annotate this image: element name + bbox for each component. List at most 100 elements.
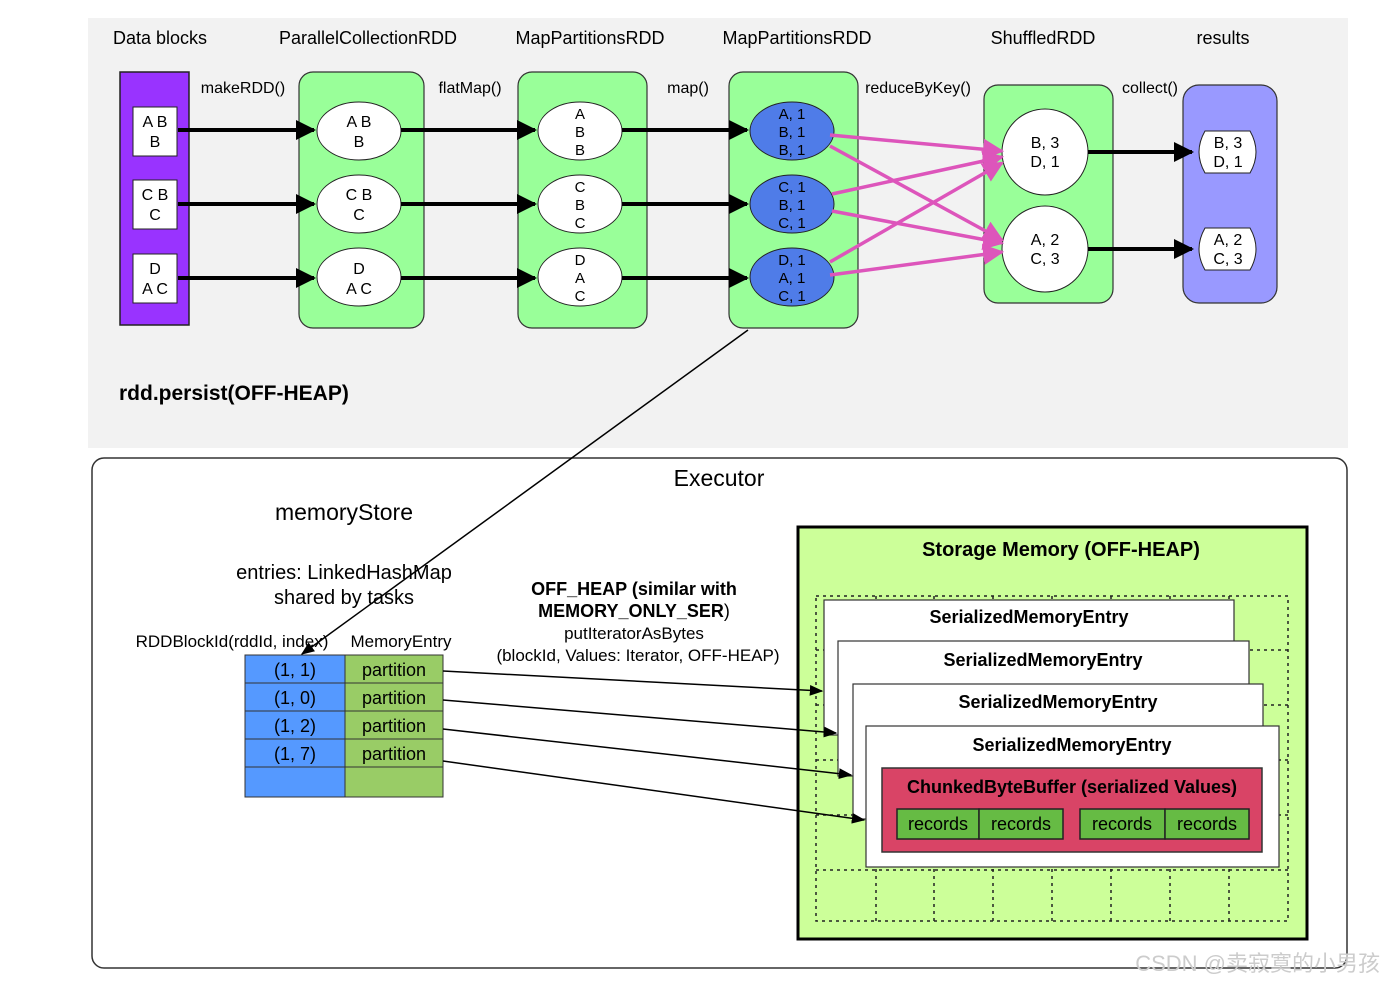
- offheap-line1: OFF_HEAP (similar with: [531, 579, 737, 599]
- offheap-line4: (blockId, Values: Iterator, OFF-HEAP): [496, 646, 779, 665]
- header-data-blocks: Data blocks: [113, 28, 207, 48]
- table-key-1: (1, 1): [274, 660, 316, 680]
- shuffled-rdd-partition-2: A, 2 C, 3: [1001, 205, 1089, 293]
- records-cell-2: [978, 808, 1064, 840]
- shuffle-arrows: [829, 133, 1005, 277]
- offheap-line2: MEMORY_ONLY_SER): [538, 601, 730, 621]
- svg-text:A B: A B: [347, 114, 372, 131]
- op-map: map(): [667, 80, 709, 97]
- svg-text:SerializedMemoryEntry: SerializedMemoryEntry: [972, 735, 1171, 755]
- table-value-2: partition: [362, 688, 426, 708]
- svg-text:B, 3: B, 3: [1031, 135, 1060, 152]
- records-cell-1: [896, 808, 980, 840]
- svg-text:C B: C B: [346, 187, 373, 204]
- svg-text:B, 1: B, 1: [779, 142, 806, 159]
- svg-text:C: C: [575, 215, 586, 232]
- memory-store-label: memoryStore: [275, 499, 413, 525]
- shuffled-rdd-partition-1: B, 3 D, 1: [1001, 108, 1089, 196]
- svg-text:A C: A C: [142, 281, 168, 298]
- table-header-blockid: RDDBlockId(rddId, index): [136, 632, 329, 651]
- svg-text:records: records: [991, 814, 1051, 834]
- svg-text:C, 3: C, 3: [1030, 251, 1059, 268]
- op-collect: collect(): [1122, 80, 1178, 97]
- svg-text:C, 3: C, 3: [1213, 251, 1242, 268]
- parallel-rdd-partition-2: C B C: [316, 174, 402, 234]
- shared-by-tasks-label: shared by tasks: [274, 587, 414, 609]
- svg-text:B: B: [575, 142, 585, 159]
- svg-text:A: A: [575, 270, 585, 287]
- svg-text:D, 1: D, 1: [778, 252, 806, 269]
- svg-text:C: C: [575, 179, 586, 196]
- entries-table: (1, 1) partition (1, 0) partition (1, 2)…: [244, 654, 444, 798]
- records-cell-4: [1164, 808, 1250, 840]
- data-block-2: C B C: [132, 179, 178, 230]
- header-mappartitions-rdd-2: MapPartitionsRDD: [722, 28, 871, 48]
- table-value-4: partition: [362, 744, 426, 764]
- svg-text:B: B: [150, 134, 161, 151]
- table-header-memoryentry: MemoryEntry: [350, 632, 452, 651]
- flatmap-rdd-partition-1: A B B: [537, 101, 623, 161]
- svg-text:SerializedMemoryEntry: SerializedMemoryEntry: [958, 692, 1157, 712]
- svg-text:records: records: [908, 814, 968, 834]
- data-block-3: D A C: [132, 253, 178, 304]
- svg-text:C: C: [353, 207, 365, 224]
- svg-text:A C: A C: [346, 281, 372, 298]
- svg-text:D, 1: D, 1: [1030, 154, 1059, 171]
- svg-text:records: records: [1092, 814, 1152, 834]
- svg-text:SerializedMemoryEntry: SerializedMemoryEntry: [929, 607, 1128, 627]
- table-key-4: (1, 7): [274, 744, 316, 764]
- svg-text:SerializedMemoryEntry: SerializedMemoryEntry: [943, 650, 1142, 670]
- op-reduceByKey: reduceByKey(): [865, 80, 971, 97]
- result-2: A, 2 C, 3: [1198, 227, 1257, 271]
- svg-text:A B: A B: [143, 114, 168, 131]
- stage-arrows: [178, 120, 1194, 288]
- svg-text:D: D: [575, 252, 586, 269]
- header-shuffled-rdd: ShuffledRDD: [991, 28, 1096, 48]
- executor-title: Executor: [674, 465, 765, 491]
- svg-text:A: A: [575, 106, 585, 123]
- svg-text:C, 1: C, 1: [778, 215, 806, 232]
- svg-text:B: B: [575, 197, 585, 214]
- op-flatMap: flatMap(): [438, 80, 501, 97]
- svg-text:C, 1: C, 1: [778, 179, 806, 196]
- watermark: CSDN @卖寂寞的小男孩: [1135, 951, 1380, 976]
- parallel-rdd-partition-3: D A C: [316, 247, 402, 307]
- svg-text:ChunkedByteBuffer (serialized: ChunkedByteBuffer (serialized Values): [907, 777, 1237, 797]
- svg-text:B, 3: B, 3: [1214, 135, 1243, 152]
- table-key-2: (1, 0): [274, 688, 316, 708]
- op-makeRDD: makeRDD(): [201, 80, 285, 97]
- offheap-line3: putIteratorAsBytes: [564, 624, 704, 643]
- svg-text:D: D: [149, 261, 161, 278]
- svg-text:A, 2: A, 2: [1031, 232, 1060, 249]
- upper-background: [88, 18, 1348, 448]
- persist-arrow: [300, 329, 749, 655]
- svg-text:B: B: [354, 134, 365, 151]
- svg-text:A, 1: A, 1: [779, 106, 806, 123]
- svg-text:B, 1: B, 1: [779, 124, 806, 141]
- table-to-entry-arrows: [442, 670, 866, 824]
- map-rdd-partition-3: D, 1 A, 1 C, 1: [749, 247, 835, 307]
- result-1: B, 3 D, 1: [1198, 130, 1257, 174]
- flatmap-rdd-partition-3: D A C: [537, 247, 623, 307]
- entries-label: entries: LinkedHashMap: [236, 562, 452, 584]
- svg-text:C, 1: C, 1: [778, 288, 806, 305]
- svg-text:A, 2: A, 2: [1214, 232, 1243, 249]
- svg-text:A, 1: A, 1: [779, 270, 806, 287]
- svg-text:C: C: [575, 288, 586, 305]
- map-rdd-partition-2: C, 1 B, 1 C, 1: [749, 174, 835, 234]
- svg-text:C: C: [149, 207, 161, 224]
- svg-text:records: records: [1177, 814, 1237, 834]
- svg-text:D: D: [353, 261, 365, 278]
- svg-text:D, 1: D, 1: [1213, 154, 1242, 171]
- storage-memory-title: Storage Memory (OFF-HEAP): [922, 539, 1200, 561]
- svg-text:B: B: [575, 124, 585, 141]
- chunked-byte-buffer: ChunkedByteBuffer (serialized Values) re…: [881, 767, 1263, 853]
- persist-label: rdd.persist(OFF-HEAP): [119, 382, 349, 405]
- flatmap-rdd-partition-2: C B C: [537, 174, 623, 234]
- data-block-1: A B B: [132, 106, 178, 157]
- svg-text:C B: C B: [142, 187, 169, 204]
- map-rdd-partition-1: A, 1 B, 1 B, 1: [749, 101, 835, 161]
- header-results: results: [1196, 28, 1249, 48]
- header-mappartitions-rdd-1: MapPartitionsRDD: [515, 28, 664, 48]
